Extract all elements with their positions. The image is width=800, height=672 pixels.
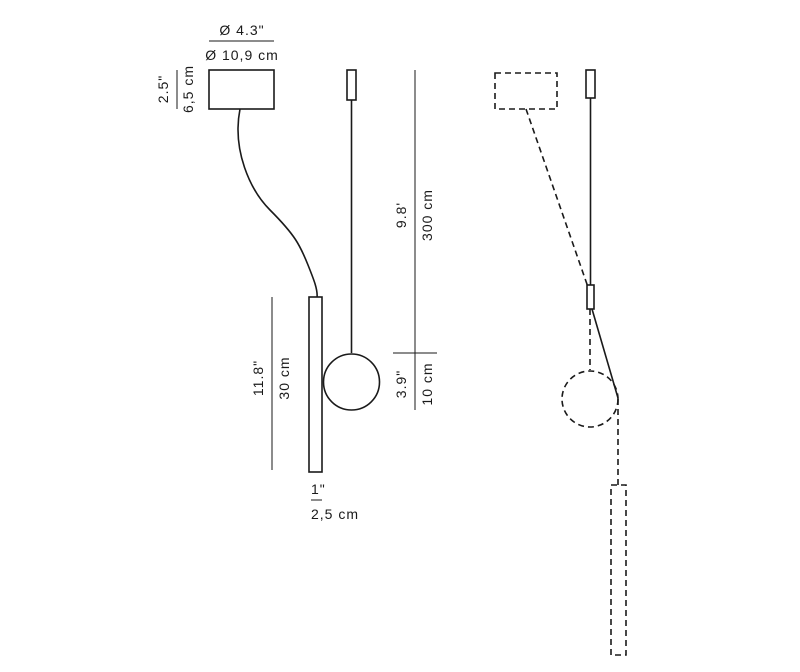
canopy-height-dimension: 2.5" 6,5 cm xyxy=(155,65,196,113)
canopy-dashed xyxy=(494,72,558,110)
canopy-diameter-in-label: Ø 4.3" xyxy=(219,22,264,38)
sphere-diameter-in-label: 3.9" xyxy=(393,370,409,398)
tube-diameter-in-label: 1" xyxy=(311,481,326,497)
power-cable-dashed xyxy=(525,108,590,291)
canopy-height-cm-label: 6,5 cm xyxy=(180,65,196,113)
cable-length-cm-label: 300 cm xyxy=(419,189,435,241)
canopy-diameter-cm-label: Ø 10,9 cm xyxy=(205,47,279,63)
cable-anchor xyxy=(346,69,357,101)
tube-diameter-cm-label: 2,5 cm xyxy=(311,506,359,522)
sphere-cable-right xyxy=(591,308,619,399)
cable-length-ft-label: 9.8' xyxy=(393,202,409,228)
tube-length-in-label: 11.8" xyxy=(250,360,266,396)
canopy-diameter-dimension: Ø 4.3" Ø 10,9 cm xyxy=(205,22,279,63)
light-tube xyxy=(308,296,323,473)
canopy xyxy=(208,69,275,110)
glass-sphere xyxy=(322,353,381,411)
alternate-configuration-view xyxy=(494,69,627,656)
light-tube-dashed xyxy=(610,484,627,656)
tube-length-cm-label: 30 cm xyxy=(276,356,292,399)
cable-length-dimension: 9.8' 300 cm xyxy=(393,70,437,354)
sphere-diameter-cm-label: 10 cm xyxy=(419,362,435,405)
tube-diameter-dimension: 1" 2,5 cm xyxy=(311,481,359,522)
power-cable xyxy=(237,108,318,299)
glass-sphere-dashed xyxy=(561,370,619,428)
cable-anchor-right xyxy=(585,69,596,99)
cable-connector xyxy=(586,284,595,310)
sphere-diameter-dimension: 3.9" 10 cm xyxy=(393,353,435,410)
tube-length-dimension: 11.8" 30 cm xyxy=(250,297,292,470)
canopy-height-in-label: 2.5" xyxy=(155,75,171,103)
front-view xyxy=(208,69,381,473)
